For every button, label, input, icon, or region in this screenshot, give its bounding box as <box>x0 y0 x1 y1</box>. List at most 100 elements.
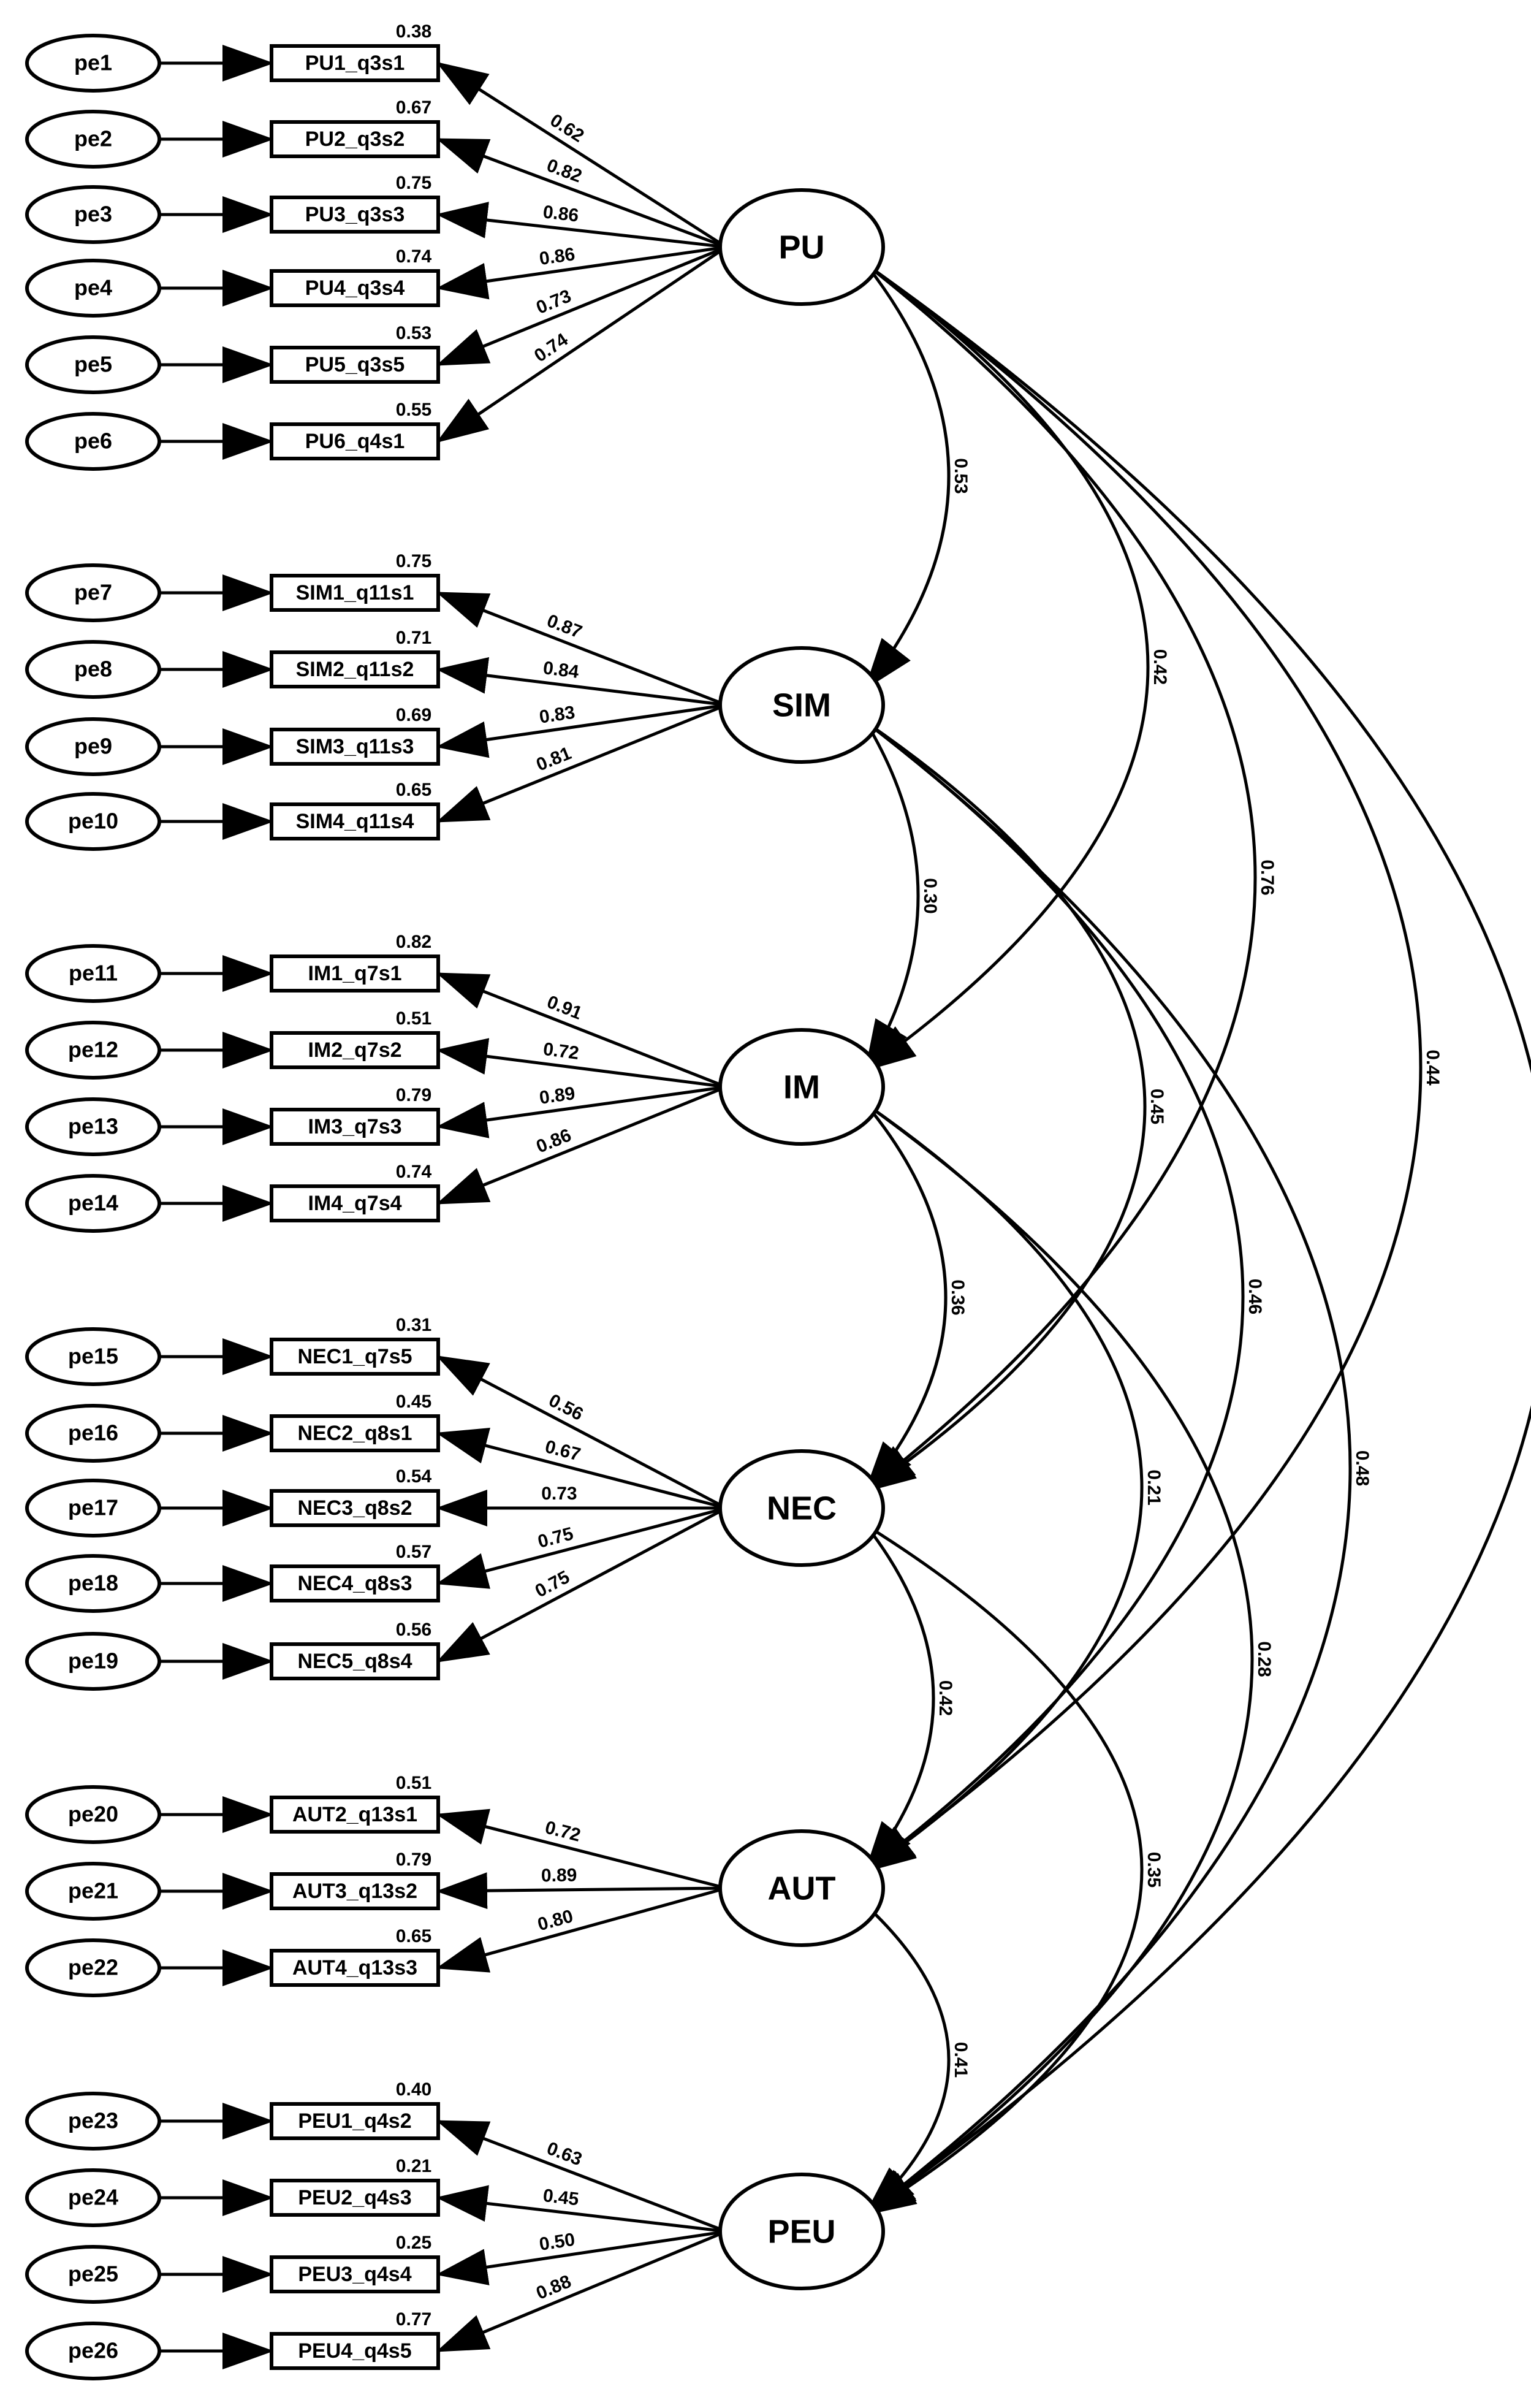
indicator-box-nec3-q8s2 <box>270 1489 440 1527</box>
loading-arrow-pu3-q3s3 <box>436 202 727 249</box>
error-term-label: pe12 <box>68 1037 118 1062</box>
indicator-box-nec4-q8s3 <box>270 1564 440 1602</box>
correlation-value-sim-aut: 0.46 <box>1245 1279 1265 1314</box>
latent-sim <box>718 646 885 764</box>
loading-arrow-sim3-q11s3 <box>436 703 727 758</box>
indicator-label: NEC4_q8s3 <box>297 1572 412 1595</box>
correlation-arc-sim-nec <box>815 679 1147 1493</box>
error-term-label: pe15 <box>68 1344 118 1369</box>
loading-arrow-pu6-q4s1 <box>436 245 728 443</box>
correlation-value-sim-peu: 0.48 <box>1352 1450 1372 1486</box>
indicator-box-sim1-q11s1 <box>270 574 440 612</box>
error-term-pe18 <box>25 1554 161 1613</box>
error-term-label: pe24 <box>68 2185 118 2210</box>
loading-value: 0.74 <box>531 329 572 366</box>
correlation-value-sim-im: 0.30 <box>920 878 940 913</box>
r-squared-value: 0.25 <box>396 2233 431 2253</box>
correlation-value-sim-nec: 0.45 <box>1147 1089 1167 1124</box>
error-term-label: pe7 <box>74 580 112 605</box>
indicator-box-peu1-q4s2 <box>270 2102 440 2140</box>
error-term-pe12 <box>25 1021 161 1080</box>
indicator-label: SIM4_q11s4 <box>296 810 414 833</box>
indicator-box-aut4-q13s3 <box>270 1949 440 1987</box>
correlation-arc-aut-peu <box>818 1858 951 2216</box>
correlation-arc-pu-nec <box>816 219 1257 1493</box>
r-squared-value: 0.51 <box>396 1008 431 1029</box>
node-layer <box>25 34 885 2380</box>
latent-label: SIM <box>772 687 831 723</box>
indicator-box-pu5-q3s5 <box>270 346 440 384</box>
error-term-label: pe25 <box>68 2261 118 2287</box>
correlation-value-im-nec: 0.36 <box>948 1279 968 1315</box>
loading-value: 0.73 <box>541 1484 577 1504</box>
latent-label: PEU <box>767 2213 835 2250</box>
indicator-box-nec1-q7s5 <box>270 1338 440 1376</box>
r-squared-value: 0.55 <box>396 400 431 420</box>
latent-nec <box>718 1449 885 1567</box>
error-term-pe15 <box>25 1327 161 1386</box>
indicator-label: NEC2_q8s1 <box>297 1422 412 1445</box>
error-term-label: pe26 <box>68 2338 118 2363</box>
correlation-value-im-peu: 0.28 <box>1254 1641 1274 1677</box>
error-term-pe1 <box>25 34 161 93</box>
loading-value: 0.83 <box>538 703 577 728</box>
indicator-label: PEU4_q4s5 <box>298 2339 411 2363</box>
indicator-label: NEC1_q7s5 <box>297 1345 412 1368</box>
indicator-label: IM3_q7s3 <box>308 1115 401 1138</box>
error-term-pe5 <box>25 335 161 394</box>
loading-arrow-sim1-q11s1 <box>436 591 727 707</box>
error-term-pe25 <box>25 2245 161 2304</box>
correlation-layer <box>815 214 1531 2216</box>
latent-im <box>718 1028 885 1146</box>
indicator-label: PU1_q3s1 <box>305 51 405 75</box>
error-term-pe19 <box>25 1632 161 1691</box>
error-term-label: pe20 <box>68 1802 118 1827</box>
indicator-box-pu4-q3s4 <box>270 269 440 307</box>
loading-arrow-peu2-q4s3 <box>436 2185 727 2233</box>
loading-value: 0.75 <box>532 1567 573 1602</box>
r-squared-value: 0.51 <box>396 1773 431 1793</box>
indicator-box-pu3-q3s3 <box>270 196 440 234</box>
indicator-label: PEU1_q4s2 <box>298 2109 411 2133</box>
loading-value: 0.45 <box>542 2185 580 2210</box>
loading-value: 0.86 <box>538 244 576 269</box>
error-term-label: pe5 <box>74 352 112 377</box>
correlation-arc-im-peu <box>815 1060 1254 2216</box>
r-squared-value: 0.74 <box>396 1162 432 1182</box>
r-squared-value: 0.53 <box>396 323 431 343</box>
indicator-box-pu2-q3s2 <box>270 120 440 158</box>
loading-arrow-peu3-q4s4 <box>436 2230 727 2285</box>
error-term-pe23 <box>25 2092 161 2151</box>
loading-arrow-peu1-q4s2 <box>436 2119 727 2233</box>
error-term-pe20 <box>25 1785 161 1844</box>
error-term-pe24 <box>25 2168 161 2227</box>
indicator-box-nec5-q8s4 <box>270 1642 440 1680</box>
error-term-label: pe16 <box>68 1420 118 1446</box>
error-term-pe2 <box>25 110 161 169</box>
error-term-pe13 <box>25 1097 161 1156</box>
error-term-label: pe19 <box>68 1648 118 1674</box>
indicator-label: AUT2_q13s1 <box>292 1803 417 1826</box>
error-term-pe21 <box>25 1862 161 1921</box>
error-term-pe10 <box>25 792 161 851</box>
loading-arrow-im3-q7s3 <box>436 1085 727 1138</box>
correlation-value-pu-nec: 0.76 <box>1257 859 1277 895</box>
error-term-label: pe23 <box>68 2108 118 2133</box>
correlation-arc-im-aut <box>815 1061 1144 1873</box>
indicator-label: PU6_q4s1 <box>305 430 405 453</box>
r-squared-value: 0.57 <box>396 1542 431 1562</box>
loading-layer <box>159 45 728 2369</box>
error-term-label: pe13 <box>68 1114 118 1139</box>
latent-label: AUT <box>768 1870 836 1907</box>
r-squared-value: 0.54 <box>396 1466 432 1487</box>
correlation-arc-pu-peu <box>815 221 1531 2216</box>
r-squared-value: 0.38 <box>396 21 431 42</box>
loading-value: 0.62 <box>547 110 588 147</box>
indicator-box-im4-q7s4 <box>270 1184 440 1222</box>
indicator-box-aut2-q13s1 <box>270 1796 440 1834</box>
loading-arrow-aut4-q13s3 <box>436 1886 727 1973</box>
latent-label: IM <box>783 1069 820 1105</box>
latent-label: PU <box>778 229 824 265</box>
